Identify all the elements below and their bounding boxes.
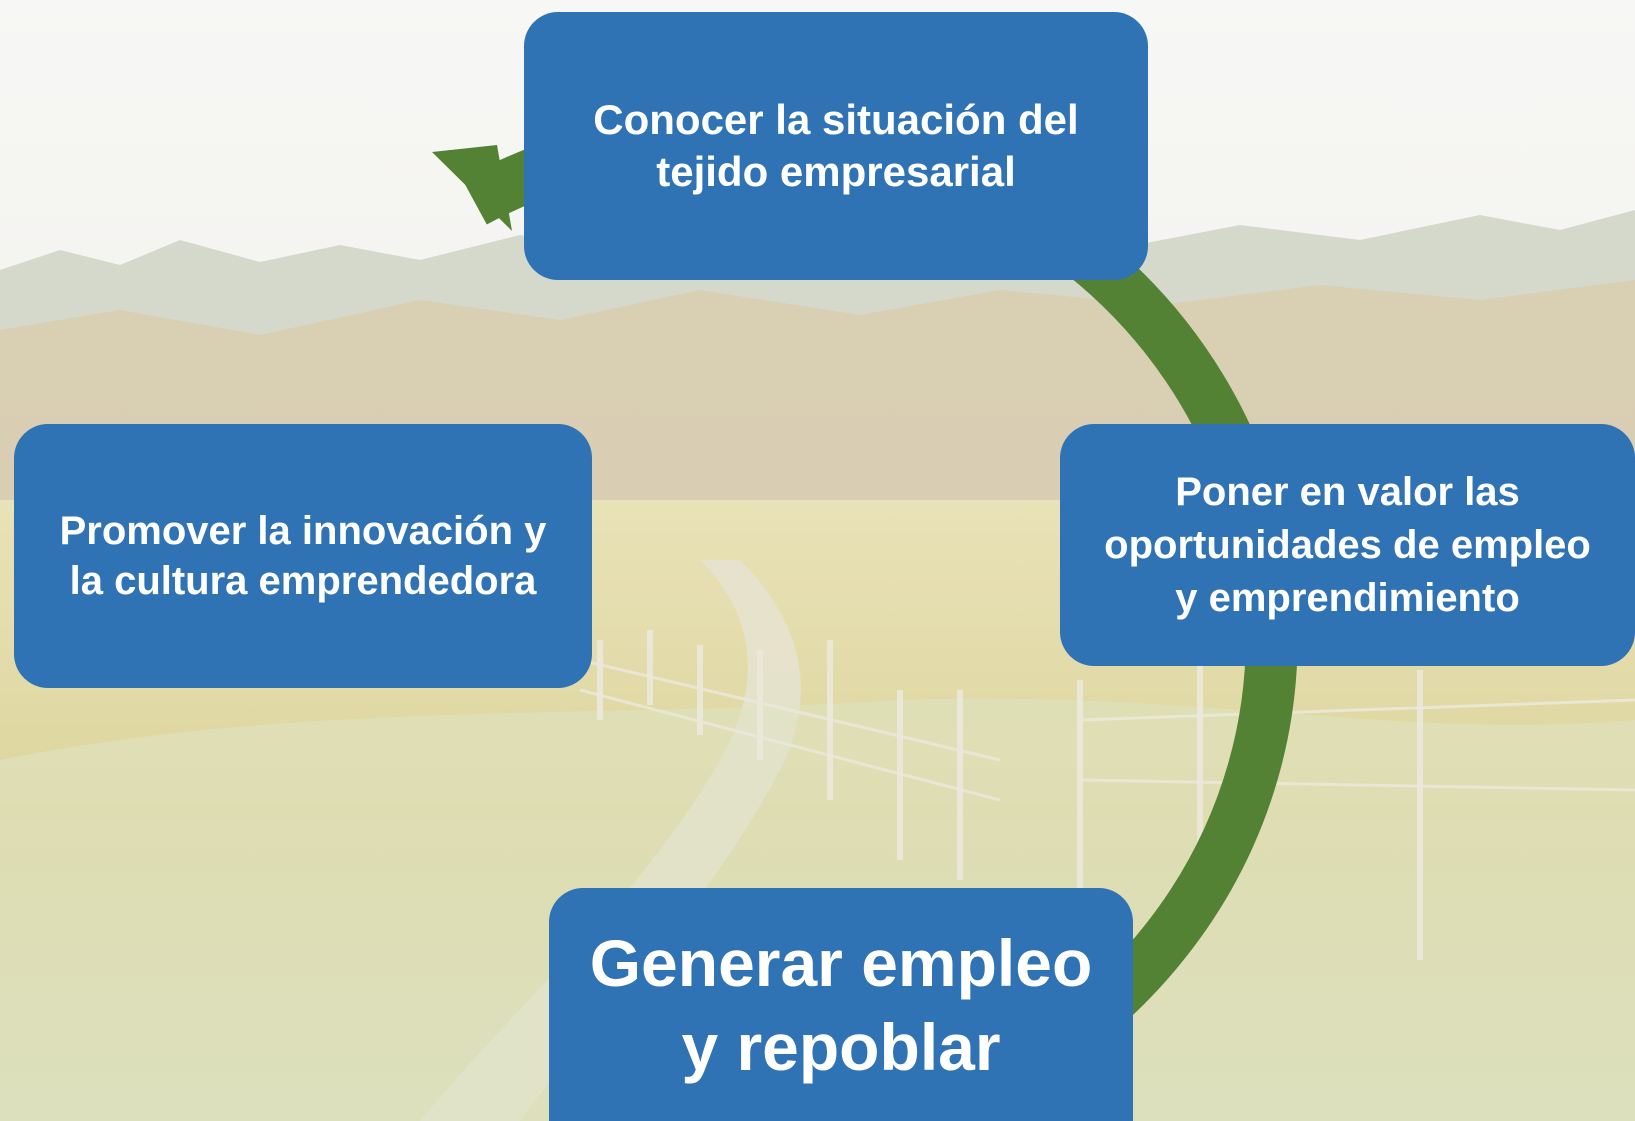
step-text-line: y emprendimiento xyxy=(1175,575,1520,620)
step-text-line: y repoblar xyxy=(681,1009,1001,1084)
step-text-line: la cultura emprendedora xyxy=(69,559,537,603)
step-text-line: Promover la innovación y xyxy=(59,509,547,553)
cycle-arrowhead xyxy=(432,145,512,231)
step-text-line: oportunidades de empleo xyxy=(1104,522,1591,567)
step-box-promote-innovation: Promover la innovación y la cultura empr… xyxy=(14,424,592,688)
step-text-line: Conocer la situación del xyxy=(593,96,1079,143)
step-text-line: Generar empleo xyxy=(589,925,1093,1000)
step-box-generate-employment: Generar empleo y repoblar xyxy=(549,888,1133,1121)
step-text-line: Poner en valor las xyxy=(1175,469,1520,514)
step-box-value-opportunities: Poner en valor las oportunidades de empl… xyxy=(1060,424,1635,666)
step-box-know-business-fabric: Conocer la situación del tejido empresar… xyxy=(524,12,1148,280)
step-text-line: tejido empresarial xyxy=(656,148,1016,195)
